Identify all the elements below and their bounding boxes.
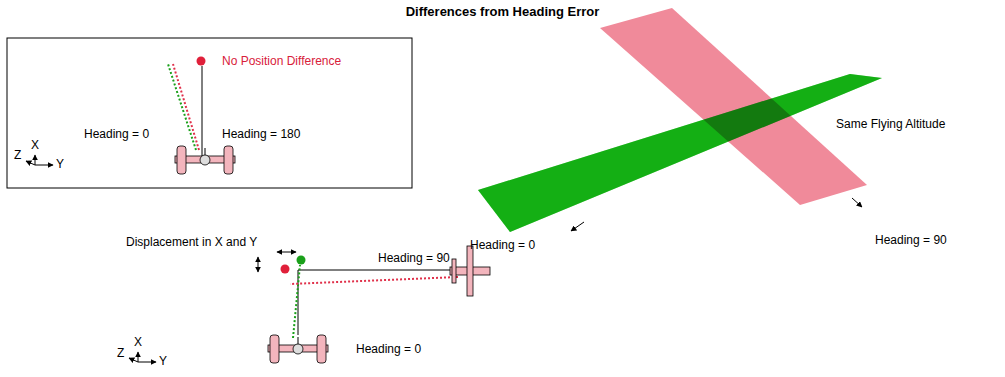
callout-text: No Position Difference	[222, 55, 341, 69]
inset-frame	[7, 38, 412, 188]
target-dot	[297, 256, 306, 265]
heading-label: Heading = 0	[356, 343, 421, 357]
diagram-title: Differences from Heading Error	[0, 5, 1005, 20]
vertical-line	[298, 270, 299, 335]
axis-label: Z	[117, 347, 124, 361]
direction-arrow	[571, 222, 584, 231]
axis-label: Z	[14, 149, 21, 163]
axis-label: X	[31, 139, 39, 153]
axes	[26, 155, 53, 165]
vertical-line	[202, 66, 203, 160]
axes	[129, 352, 156, 362]
displacement-label: Displacement in X and Y	[126, 236, 257, 250]
sight-line	[290, 277, 458, 284]
altitude-label: Same Flying Altitude	[836, 118, 945, 132]
target-dot	[197, 57, 206, 66]
axis-label: X	[134, 336, 142, 350]
flight-strips	[478, 8, 882, 232]
heading-label: Heading = 0	[470, 239, 535, 253]
horizontal-line	[298, 270, 455, 271]
axis-label: Y	[159, 355, 167, 369]
heading-label: Heading = 90	[378, 252, 450, 266]
airplane	[175, 146, 235, 174]
axis-label: Y	[56, 158, 64, 172]
sight-line	[293, 265, 300, 338]
airplane	[268, 335, 328, 363]
heading-label: Heading = 90	[875, 234, 947, 248]
airplane	[450, 246, 490, 296]
heading-label: Heading = 180	[222, 128, 300, 142]
displacement-arrow	[258, 257, 259, 272]
displacement-arrow	[277, 252, 296, 253]
target-dot	[281, 265, 290, 274]
direction-arrow	[852, 198, 862, 207]
sight-line	[168, 64, 196, 150]
heading-label: Heading = 0	[84, 128, 149, 142]
sight-line	[173, 64, 199, 150]
